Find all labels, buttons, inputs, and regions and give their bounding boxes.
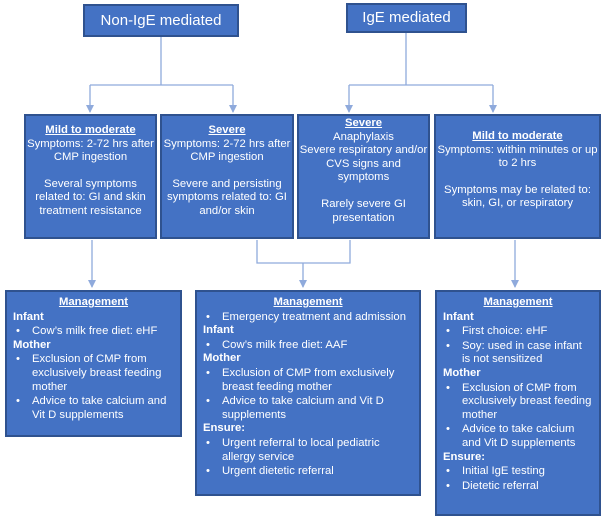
list-item: •Urgent referral to local pediatric alle… — [206, 436, 380, 463]
management-left-infant-label: Infant — [13, 310, 44, 323]
management-right-title: Management — [483, 296, 553, 308]
ige-severe-gi: Rarely severe GI presentation — [321, 197, 406, 224]
management-middle-infant-label: Infant — [203, 324, 234, 337]
management-right-infant-label: Infant — [443, 310, 474, 323]
management-left-mother-label: Mother — [13, 338, 51, 351]
management-right-box: Management Infant •First choice: eHF •So… — [435, 290, 601, 516]
management-left-title: Management — [58, 296, 129, 308]
list-item: •Initial IgE testing — [446, 465, 545, 478]
nonige-severe-symptoms: Severe and persisting symptoms related t… — [167, 177, 287, 217]
list-item: •Emergency treatment and admission — [206, 310, 406, 323]
ige-mild-box: Mild to moderate Symptoms: within minute… — [434, 114, 601, 239]
management-left-box: Management Infant •Cow’s milk free diet:… — [5, 290, 182, 437]
management-middle-ensure-label: Ensure: — [203, 422, 246, 435]
nonige-mild-timing: Symptoms: 2-72 hrs after CMP ingestion — [27, 137, 154, 164]
list-item: •Cow’s milk free diet: AAF — [206, 338, 348, 351]
ige-mild-title: Mild to moderate — [472, 130, 563, 142]
ige-mediated-box: IgE mediated — [346, 3, 467, 33]
list-item: •Exclusion of CMP from exclusively breas… — [206, 366, 395, 393]
connector-nonige-branch — [90, 36, 233, 86]
nonige-severe-timing: Symptoms: 2-72 hrs after CMP ingestion — [163, 137, 291, 164]
ige-mild-symptoms: Symptoms may be related to: skin, GI, or… — [444, 183, 591, 210]
management-middle-box: Management •Emergency treatment and admi… — [195, 290, 421, 496]
connector-ige-branch — [349, 32, 493, 86]
management-middle-mother-label: Mother — [203, 352, 241, 365]
connector-severe-merge — [256, 240, 351, 264]
nonige-severe-box: Severe Symptoms: 2-72 hrs after CMP inge… — [160, 114, 294, 239]
management-middle-title: Management — [273, 296, 343, 308]
list-item: •First choice: eHF — [446, 325, 548, 338]
list-item: •Urgent dietetic referral — [206, 465, 334, 478]
nonige-mild-title: Mild to moderate — [45, 124, 136, 136]
management-right-ensure-label: Ensure: — [443, 450, 486, 463]
list-item: •Dietetic referral — [446, 479, 539, 492]
nonige-severe-title: Severe — [208, 124, 246, 136]
ige-severe-respiratory: Severe respiratory and/or CVS signs and … — [299, 144, 428, 184]
list-item: •Exclusion of CMP from exclusively breas… — [446, 381, 592, 421]
management-right-mother-label: Mother — [443, 366, 481, 379]
non-ige-label: Non-IgE mediated — [100, 11, 222, 29]
ige-label: IgE mediated — [362, 9, 451, 27]
list-item: •Advice to take calcium and Vit D supple… — [16, 395, 167, 421]
nonige-mild-box: Mild to moderate Symptoms: 2-72 hrs afte… — [24, 114, 157, 239]
nonige-mild-symptoms: Several symptoms related to: GI and skin… — [35, 177, 146, 217]
ige-severe-anaphylaxis: Anaphylaxis — [333, 130, 394, 143]
list-item: •Advice to take calcium and Vit D supple… — [446, 423, 576, 449]
list-item: •Cow’s milk free diet: eHF — [16, 325, 158, 338]
non-ige-mediated-box: Non-IgE mediated — [83, 4, 239, 37]
list-item: •Exclusion of CMP from exclusively breas… — [16, 353, 162, 393]
ige-mild-timing: Symptoms: within minutes or up to 2 hrs — [437, 143, 598, 170]
list-item: •Advice to take calcium and Vit D supple… — [206, 395, 384, 421]
ige-severe-title: Severe — [344, 117, 383, 129]
ige-severe-box: Severe Anaphylaxis Severe respiratory an… — [297, 114, 430, 239]
list-item: •Soy: used in case infant is not sensiti… — [446, 339, 582, 366]
